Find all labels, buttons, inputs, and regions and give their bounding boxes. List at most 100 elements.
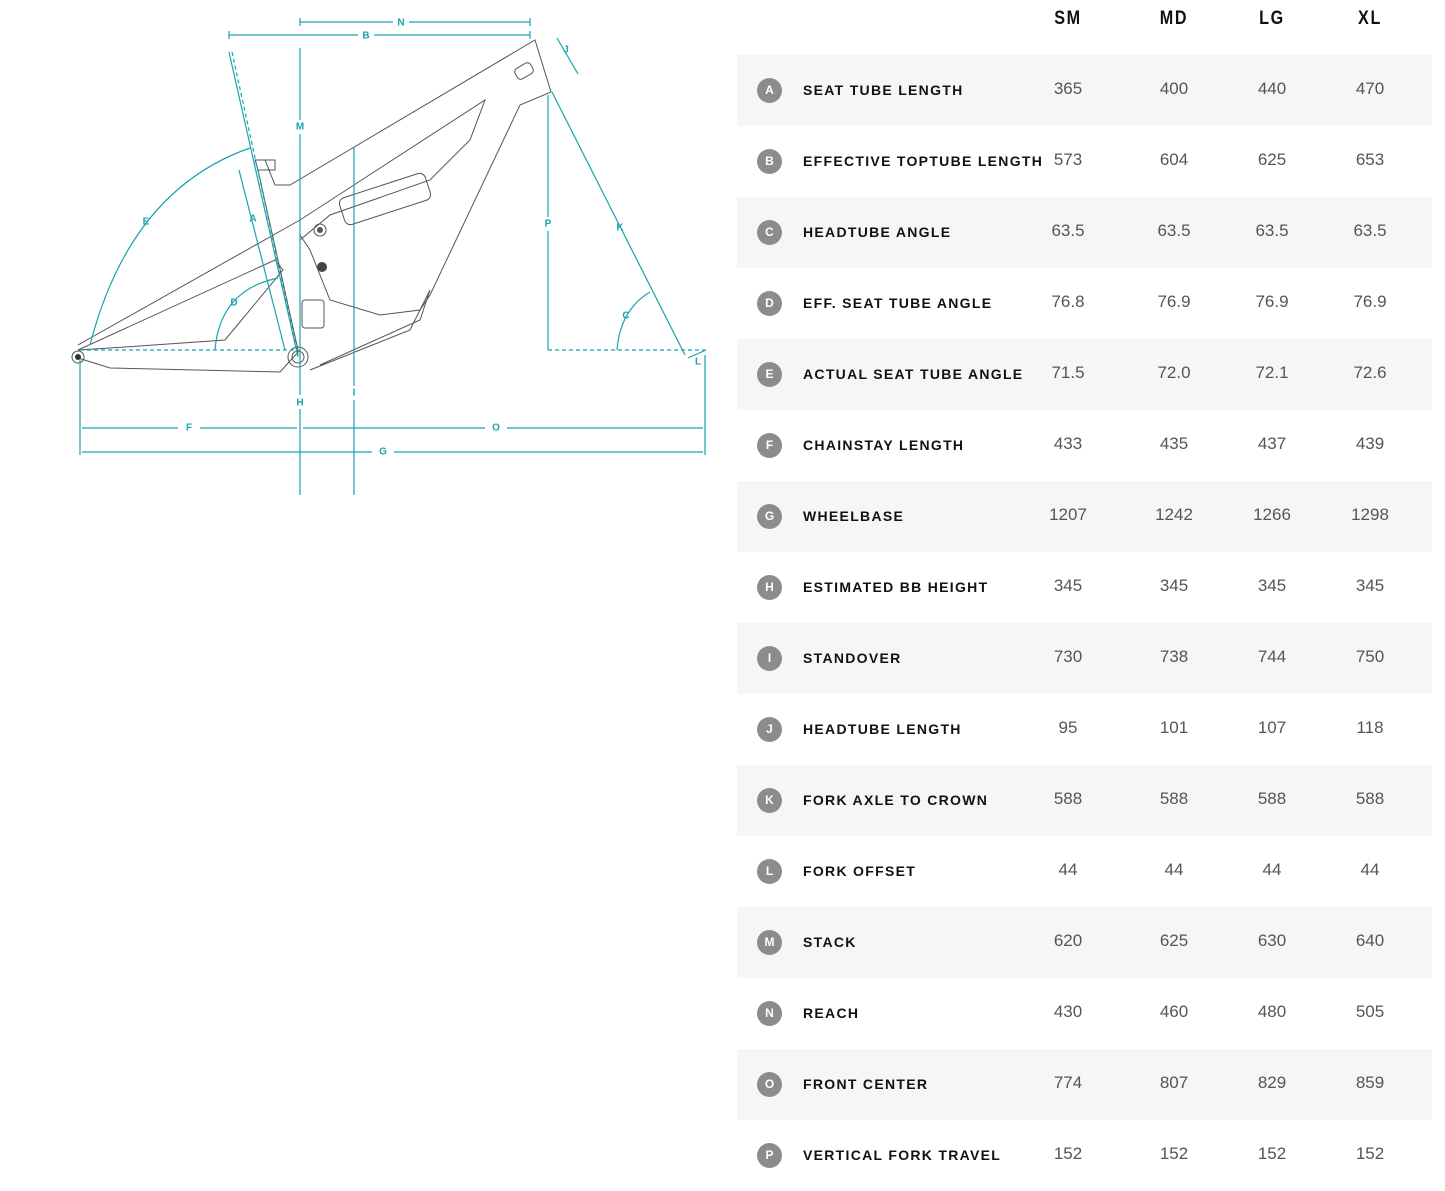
row-letter-badge: C [757,220,782,245]
value-sm: 433 [1053,434,1083,453]
table-row: M STACK 620 625 630 640 [737,907,1432,978]
value-sm: 63.5 [1051,221,1085,240]
value-md: 625 [1159,931,1189,950]
value-md: 76.9 [1157,292,1191,311]
value-lg: 107 [1257,718,1287,737]
value-lg: 625 [1257,150,1287,169]
label-d: D [230,298,237,309]
label-l: L [695,357,701,368]
value-xl: 76.9 [1353,292,1387,311]
row-letter-badge: I [757,646,782,671]
label-j: J [563,45,569,56]
row-letter-badge: F [757,433,782,458]
row-letter-badge: H [757,575,782,600]
value-md: 604 [1159,150,1189,169]
row-label: FORK OFFSET [803,863,917,879]
row-label: SEAT TUBE LENGTH [803,82,964,98]
value-xl: 63.5 [1353,221,1387,240]
row-label: HEADTUBE ANGLE [803,224,952,240]
label-m: M [296,122,304,133]
row-letter-badge: J [757,717,782,742]
value-md: 101 [1159,718,1189,737]
value-xl: 152 [1355,1144,1385,1163]
value-md: 72.0 [1157,363,1191,382]
value-md: 738 [1159,647,1189,666]
value-lg: 152 [1257,1144,1287,1163]
label-p: P [545,219,552,230]
value-xl: 439 [1355,434,1385,453]
row-letter-badge: D [757,291,782,316]
row-label: STACK [803,934,857,950]
row-label: FRONT CENTER [803,1076,929,1092]
value-sm: 71.5 [1051,363,1085,382]
label-h: H [296,398,303,409]
value-md: 44 [1164,860,1184,879]
value-md: 588 [1159,789,1189,808]
value-xl: 118 [1356,718,1384,737]
row-label: STANDOVER [803,650,902,666]
value-lg: 588 [1257,789,1287,808]
row-label: EFFECTIVE TOPTUBE LENGTH [803,153,1044,169]
value-xl: 750 [1355,647,1385,666]
row-label: WHEELBASE [803,508,905,524]
row-label: ESTIMATED BB HEIGHT [803,579,989,595]
value-lg: 76.9 [1255,292,1289,311]
value-xl: 588 [1355,789,1385,808]
value-xl: 653 [1355,150,1385,169]
label-f: F [186,423,192,434]
value-sm: 95 [1058,718,1078,737]
value-sm: 774 [1053,1073,1083,1092]
value-xl: 44 [1360,860,1380,879]
value-xl: 640 [1355,931,1385,950]
value-xl: 345 [1355,576,1385,595]
row-letter-badge: P [757,1143,782,1168]
value-xl: 505 [1355,1002,1385,1021]
value-lg: 744 [1257,647,1287,666]
value-xl: 470 [1355,79,1385,98]
row-label: REACH [803,1005,860,1021]
row-label: VERTICAL FORK TRAVEL [803,1147,1002,1163]
row-letter-badge: K [757,788,782,813]
size-header-sm: SM [1054,8,1082,29]
value-sm: 588 [1053,789,1083,808]
label-e: E [143,217,150,228]
value-sm: 44 [1058,860,1078,879]
row-letter-badge: O [757,1072,782,1097]
label-a: A [249,214,256,225]
value-xl: 1298 [1351,505,1389,524]
value-md: 435 [1159,434,1189,453]
value-sm: 76.8 [1051,292,1085,311]
row-letter-badge: B [757,149,782,174]
value-sm: 1207 [1049,505,1087,524]
value-lg: 630 [1257,931,1287,950]
row-letter-badge: M [757,930,782,955]
frame-geometry-diagram: N B J M E A D P K C L H I F O G [71,16,707,495]
value-md: 460 [1159,1002,1189,1021]
size-header-xl: XL [1357,8,1383,29]
value-xl: 72.6 [1353,363,1387,382]
label-o: O [492,423,500,434]
value-sm: 345 [1053,576,1083,595]
dimension-labels: N B J M E A D P K C L H I F O G [143,16,701,459]
value-xl: 859 [1355,1073,1385,1092]
value-sm: 152 [1053,1144,1083,1163]
value-sm: 430 [1053,1002,1083,1021]
value-lg: 829 [1257,1073,1287,1092]
value-sm: 620 [1053,931,1083,950]
row-letter-badge: A [757,78,782,103]
bike-frame-drawing [71,39,552,373]
label-n: N [397,18,404,29]
value-md: 345 [1159,576,1189,595]
